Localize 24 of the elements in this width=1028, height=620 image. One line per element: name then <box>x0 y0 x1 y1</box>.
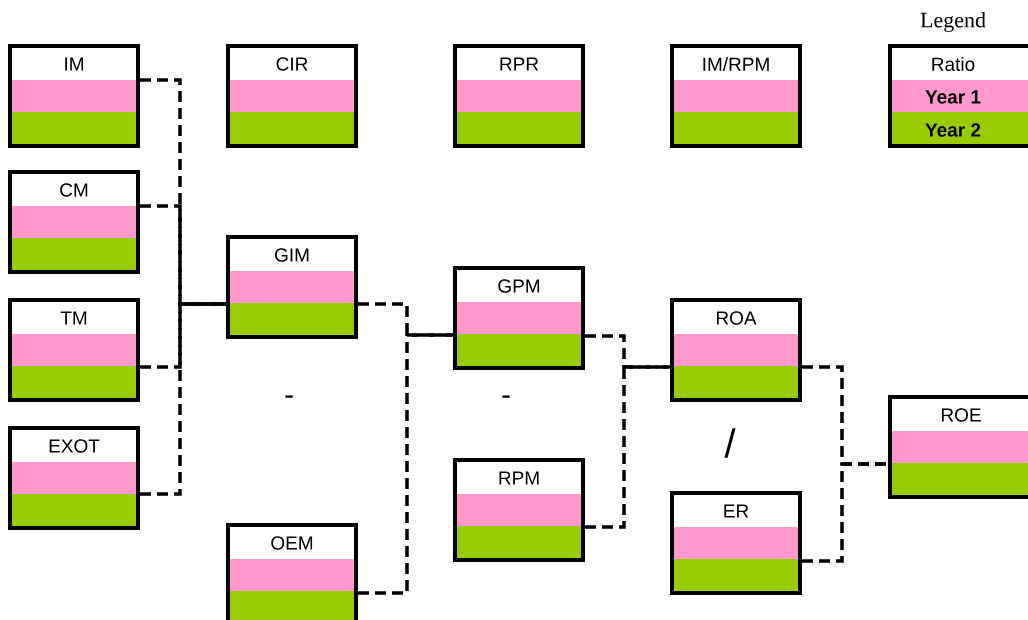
ratio-box: TM <box>8 298 140 402</box>
ratio-box: RPR <box>453 44 585 148</box>
ratio-box: ROE <box>888 395 1028 499</box>
ratio-box: ROA <box>670 298 802 402</box>
ratio-box: ER <box>670 491 802 595</box>
ratio-box: RPM <box>453 458 585 562</box>
operator-sign: / <box>724 428 736 458</box>
ratio-box: OEM <box>226 523 358 620</box>
ratio-box: IM <box>8 44 140 148</box>
ratio-box: IM/RPM <box>670 44 802 148</box>
operator-sign: - <box>285 395 293 398</box>
ratio-box: CIR <box>226 44 358 148</box>
legend-title: Legend <box>920 12 986 32</box>
connector-line <box>585 365 670 529</box>
legend-box: Ratio Year 1 Year 2 <box>888 44 1028 148</box>
ratio-box: GPM <box>453 266 585 370</box>
connector-line <box>358 302 453 337</box>
connector-line <box>802 462 888 563</box>
operator-sign: - <box>502 395 510 398</box>
ratio-box: EXOT <box>8 426 140 530</box>
connector-line <box>358 333 453 595</box>
ratio-box: GIM <box>226 235 358 339</box>
connector-line <box>140 302 226 496</box>
ratio-box: CM <box>8 170 140 274</box>
